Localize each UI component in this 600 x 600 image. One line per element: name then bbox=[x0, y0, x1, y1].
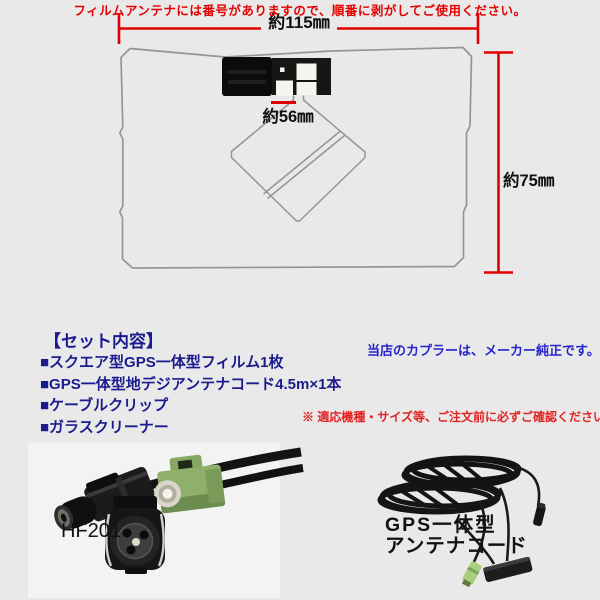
lead-cables bbox=[457, 465, 541, 565]
flat-box-connector bbox=[483, 556, 533, 582]
gps-cord-label-line1: GPS一体型 bbox=[385, 513, 497, 536]
green-plug bbox=[461, 561, 482, 588]
set-contents-list: ■スクエア型GPS一体型フィルム1枚 ■GPS一体型地デジアンテナコード4.5m… bbox=[40, 352, 341, 438]
film-caption: フィルムアンテナには番号がありますので、順番に剥がしてご使用ください。 bbox=[73, 4, 527, 18]
element-pad-3 bbox=[276, 80, 293, 96]
set-item-cleaner: ■ガラスクリーナー bbox=[40, 418, 169, 436]
warning-note: ※ 適応機種・サイズ等、ご注文前に必ずご確認ください。 bbox=[302, 410, 600, 424]
element-pad-2 bbox=[296, 82, 317, 95]
black-fakra-connector bbox=[54, 466, 156, 531]
gps-cord-photo: GPS一体型 アンテナコード bbox=[377, 455, 546, 588]
gps-element bbox=[222, 57, 331, 96]
dim-label-backing bbox=[261, 12, 337, 32]
green-connector-cable bbox=[214, 464, 304, 490]
coupler-note: 当店のカプラーは、メーカー純正です。 bbox=[367, 343, 600, 358]
element-pad-1 bbox=[296, 63, 317, 80]
set-item-clip: ■ケーブルクリップ bbox=[40, 397, 169, 414]
gps-cord-label-line2: アンテナコード bbox=[385, 535, 528, 557]
set-contents-title: 【セット内容】 bbox=[44, 332, 163, 351]
hf201-label: HF201 bbox=[61, 520, 121, 542]
set-item-film: ■スクエア型GPS一体型フィルム1枚 bbox=[40, 354, 284, 371]
cylinder-connector bbox=[533, 502, 546, 527]
hf201-connector-photo: HF201 bbox=[28, 443, 304, 598]
film-outline bbox=[118, 46, 473, 269]
diamond-feed-band bbox=[263, 130, 345, 200]
dim-width-label: 約115㎜ bbox=[268, 12, 329, 32]
cable-coil-upper bbox=[401, 455, 522, 489]
hf201-round-connector bbox=[105, 496, 165, 574]
green-fakra-connector bbox=[154, 454, 226, 514]
set-item-cord: ■GPS一体型地デジアンテナコード4.5m×1本 bbox=[40, 375, 342, 393]
diamond-trace bbox=[230, 95, 366, 222]
film-antenna-diagram: 約115㎜ 約75㎜ 約56㎜ bbox=[117, 12, 555, 274]
dim-inner-label: 約56㎜ bbox=[262, 106, 314, 126]
dim-height-label: 約75㎜ bbox=[503, 170, 555, 190]
dimension-height bbox=[484, 51, 513, 274]
